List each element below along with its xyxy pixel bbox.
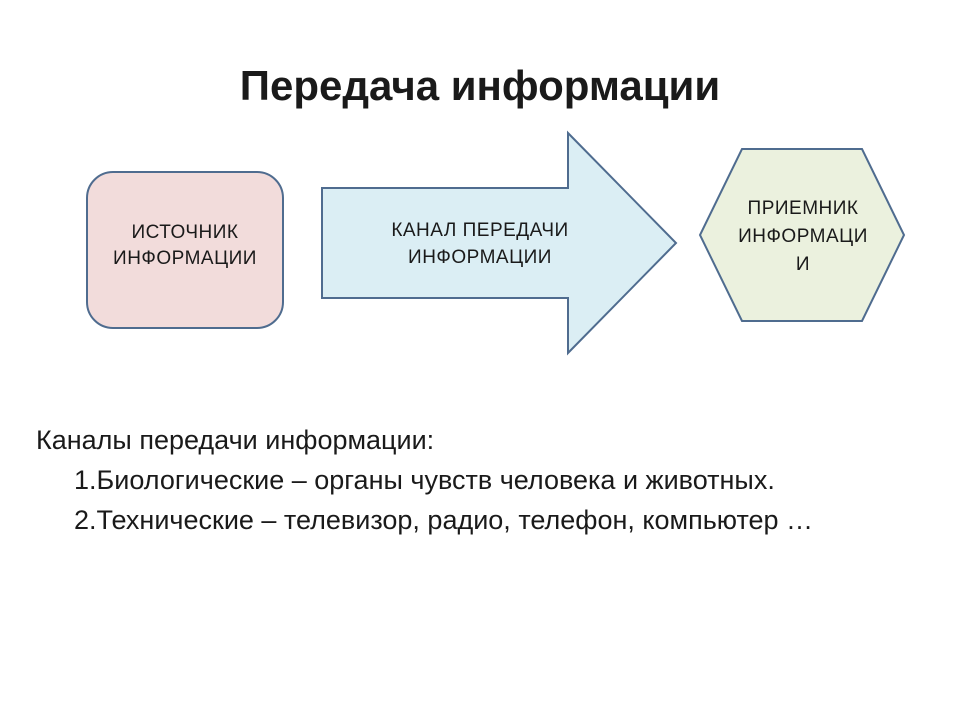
source-node: ИСТОЧНИК ИНФОРМАЦИИ [86,171,284,329]
source-shape [86,171,284,329]
information-transfer-diagram: ИСТОЧНИК ИНФОРМАЦИИ КАНАЛ ПЕРЕДАЧИ ИНФОР… [86,130,906,356]
receiver-node: ПРИЕМНИК ИНФОРМАЦИ И [698,148,906,322]
channel-label-line1: КАНАЛ ПЕРЕДАЧИ [391,220,568,241]
source-label-line2: ИНФОРМАЦИИ [113,248,257,269]
receiver-hexagon-shape [698,148,906,322]
list-item-number: 2. [74,505,97,535]
channel-arrow-shape [321,130,678,356]
source-label-line1: ИСТОЧНИК [132,222,239,243]
receiver-label-line3: И [796,254,810,275]
receiver-label-line1: ПРИЕМНИК [748,198,859,219]
list-item: 1.Биологические – органы чувств человека… [74,460,936,500]
receiver-label-line2: ИНФОРМАЦИ [738,226,868,247]
list-item-text: Биологические – органы чувств человека и… [96,465,775,495]
channels-list: 1.Биологические – органы чувств человека… [36,460,936,540]
list-item-number: 1. [74,465,97,495]
channels-heading: Каналы передачи информации: [36,425,435,455]
list-item: 2.Технические – телевизор, радио, телефо… [74,500,936,540]
list-item-text: Технические – телевизор, радио, телефон,… [96,505,814,535]
channel-node: КАНАЛ ПЕРЕДАЧИ ИНФОРМАЦИИ [321,130,678,356]
slide-title: Передача информации [239,62,721,109]
channel-label-line2: ИНФОРМАЦИИ [408,247,552,268]
channels-description: Каналы передачи информации: 1.Биологичес… [36,420,936,540]
